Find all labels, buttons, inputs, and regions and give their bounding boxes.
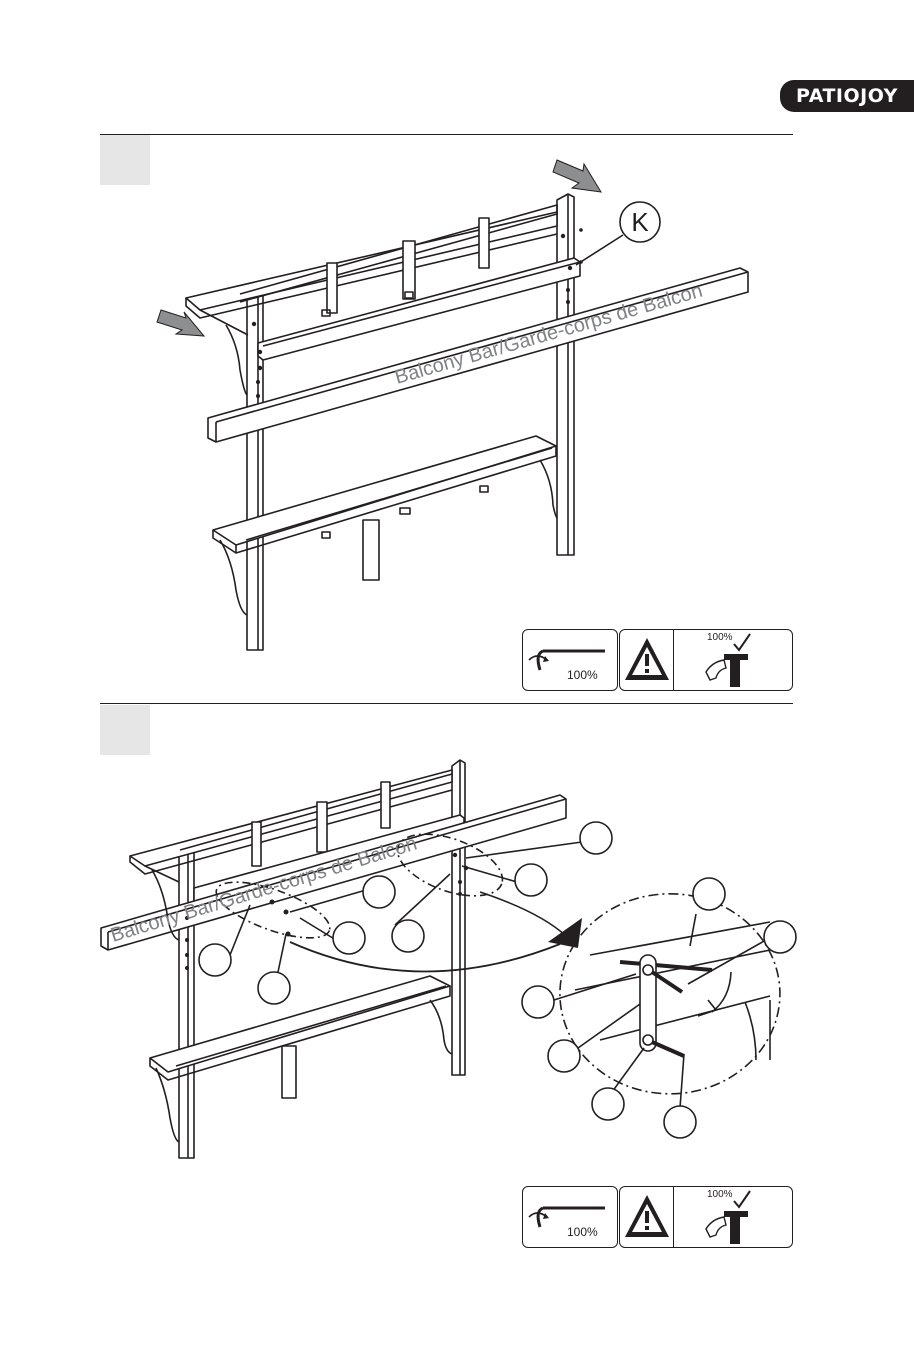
step-1-warning-box: 100% [619,629,793,691]
step-1-divider [100,134,793,135]
step-2-icon-panel: 100% 100% [522,1186,794,1248]
part-callout [333,922,365,954]
step-2-number-box [100,705,150,755]
step-2-warning-box: 100% [619,1186,793,1248]
step-1-tighten-percent: 100% [567,668,598,682]
step-2-divider [100,703,793,704]
part-callout [592,1088,624,1120]
part-callout [664,1106,696,1138]
part-callout [522,986,554,1018]
hand-check-icon [620,1187,792,1247]
part-callout [392,920,424,952]
part-k-label: K [631,207,649,237]
step-1-icon-panel: 100% 100% [522,629,794,691]
step-1-tighten-box: 100% [522,629,618,691]
step-2-illustration: Balcony Bar/Garde-corps de Balcon [0,755,914,1185]
part-callout [363,876,395,908]
step-1-illustration: K Balcony Bar/Garde-corps de Balcon [0,150,914,670]
part-callout [693,878,725,910]
hand-check-icon [620,630,792,690]
part-callout [548,1040,580,1072]
part-callout [199,944,231,976]
part-callout [258,972,290,1004]
brand-logo: PATIOJOY [780,80,914,112]
part-callout [764,921,796,953]
part-callout [515,864,547,896]
step-2-tighten-box: 100% [522,1186,618,1248]
step-2-tighten-percent: 100% [567,1225,598,1239]
part-callout [580,822,612,854]
